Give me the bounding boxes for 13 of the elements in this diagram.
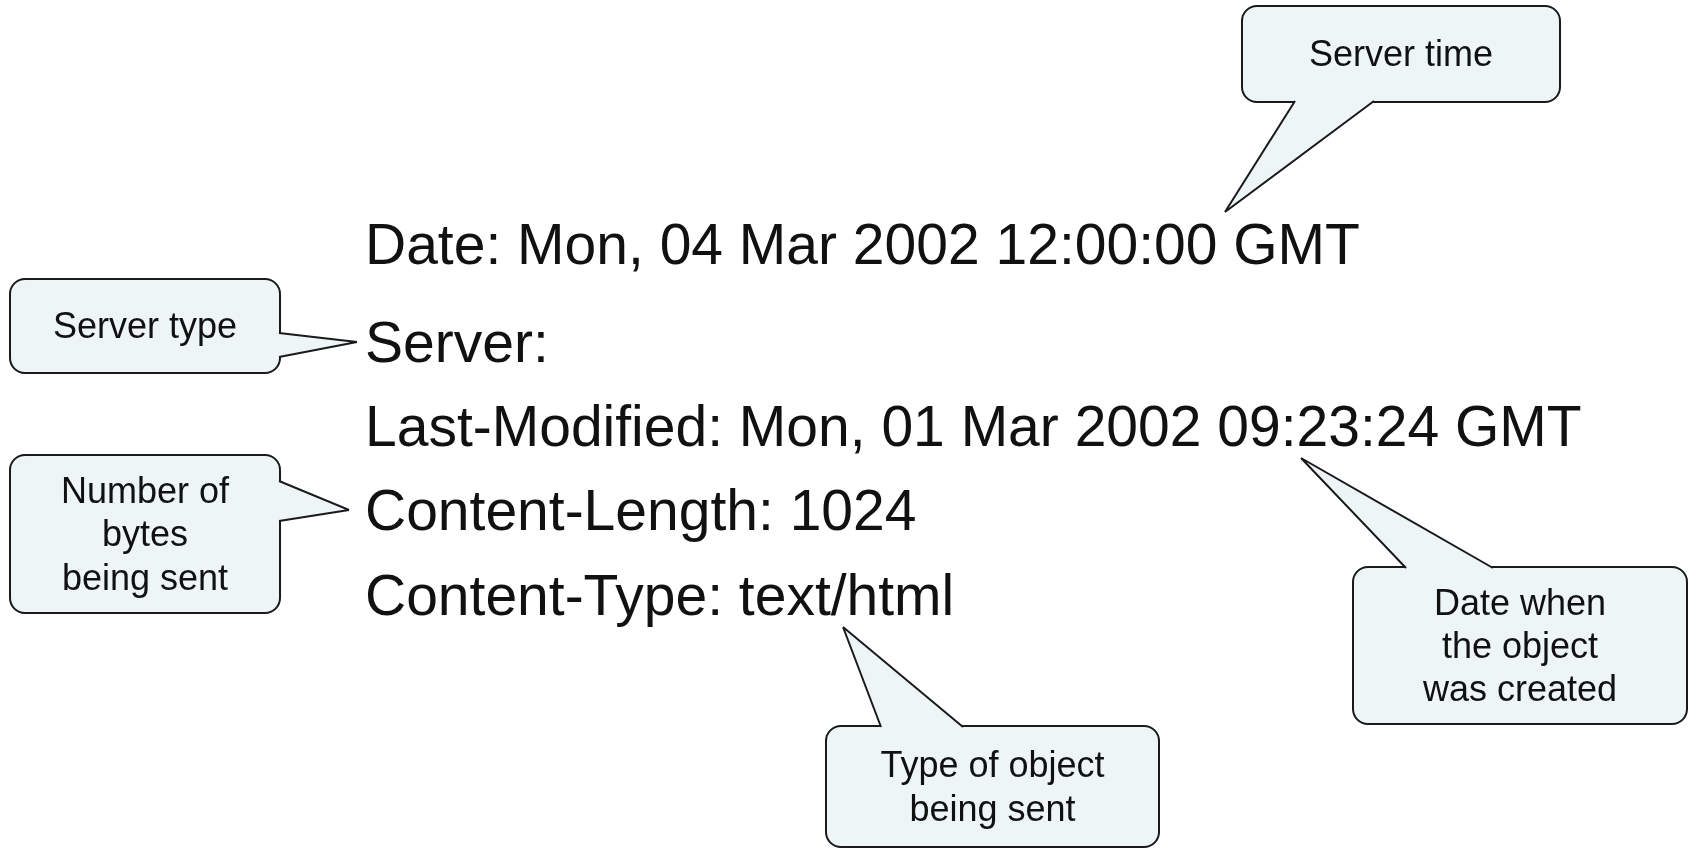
callout-bubble: Server type bbox=[9, 278, 281, 374]
callout-pointer bbox=[1224, 97, 1375, 213]
callout-pointer bbox=[1300, 457, 1494, 572]
callout-bubble: Server time bbox=[1241, 5, 1561, 103]
header-line: Content-Length: 1024 bbox=[365, 478, 917, 542]
header-line: Server: bbox=[365, 310, 549, 374]
callout-pointer bbox=[842, 626, 964, 731]
header-line: Content-Type: text/html bbox=[365, 563, 955, 627]
callout-pointer bbox=[275, 332, 358, 358]
header-line: Last-Modified: Mon, 01 Mar 2002 09:23:24 GMT bbox=[365, 394, 1582, 458]
header-line: Date: Mon, 04 Mar 2002 12:00:00 GMT bbox=[365, 212, 1360, 276]
callout-pointer bbox=[275, 480, 350, 522]
callout-bubble: Number of bytes being sent bbox=[9, 454, 281, 614]
